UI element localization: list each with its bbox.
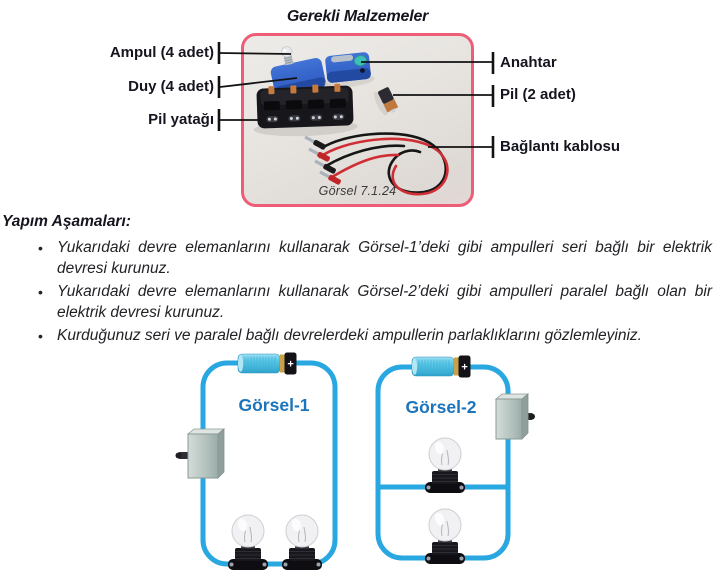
step-item: • Yukarıdaki devre elemanlarını kullanar… <box>38 238 712 279</box>
step-text: Kurduğunuz seri ve paralel bağlı devrele… <box>57 327 642 344</box>
photo-caption: Görsel 7.1.24 <box>318 184 397 198</box>
label-duy: Duy (4 adet) <box>128 78 214 95</box>
battery-plus-sign: + <box>287 359 293 371</box>
light-bulb <box>227 514 269 571</box>
bullet-marker: • <box>38 240 43 256</box>
switch <box>175 428 226 479</box>
small-bulb-photo <box>281 46 294 66</box>
cables-photo <box>304 132 449 196</box>
battery-holder-photo <box>253 83 358 137</box>
circuit2-label: Görsel-2 <box>406 397 477 417</box>
label-anahtar: Anahtar <box>500 54 557 71</box>
circuit-diagrams: + Görsel-1 + <box>175 352 535 571</box>
light-bulb <box>424 437 466 494</box>
battery-photo <box>374 87 399 116</box>
step-text: Yukarıdaki devre elemanlarını kullanarak… <box>57 283 712 321</box>
label-pil-yatagi: Pil yatağı <box>148 111 214 128</box>
label-baglanti-kablosu: Bağlantı kablosu <box>500 138 621 155</box>
battery: + <box>237 352 297 375</box>
bullet-marker: • <box>38 284 43 300</box>
steps-section: Yapım Aşamaları: • Yukarıdaki devre elem… <box>0 213 720 350</box>
steps-list: • Yukarıdaki devre elemanlarını kullanar… <box>0 238 720 347</box>
battery-plus-sign: + <box>461 362 467 374</box>
parallel-circuit: + Görsel-2 <box>375 355 535 565</box>
step-item: • Kurduğunuz seri ve paralel bağlı devre… <box>38 326 712 347</box>
step-item: • Yukarıdaki devre elemanlarını kullanar… <box>38 282 712 323</box>
materials-title: Gerekli Malzemeler <box>286 8 429 25</box>
series-circuit: + Görsel-1 <box>175 352 338 571</box>
label-pil: Pil (2 adet) <box>500 86 576 103</box>
battery: + <box>411 355 471 378</box>
step-text: Yukarıdaki devre elemanlarını kullanarak… <box>57 239 712 277</box>
label-ampul: Ampul (4 adet) <box>109 44 214 61</box>
steps-heading: Yapım Aşamaları: <box>2 213 131 230</box>
cable-plugs <box>304 135 341 185</box>
switch-photo <box>324 52 375 88</box>
light-bulb <box>281 514 323 571</box>
materials-photo-panel: Görsel 7.1.24 <box>241 33 474 207</box>
bullet-marker: • <box>38 328 43 344</box>
materials-photo <box>253 46 449 196</box>
light-bulb <box>424 508 466 565</box>
switch <box>494 393 535 440</box>
circuit1-label: Görsel-1 <box>239 395 310 415</box>
